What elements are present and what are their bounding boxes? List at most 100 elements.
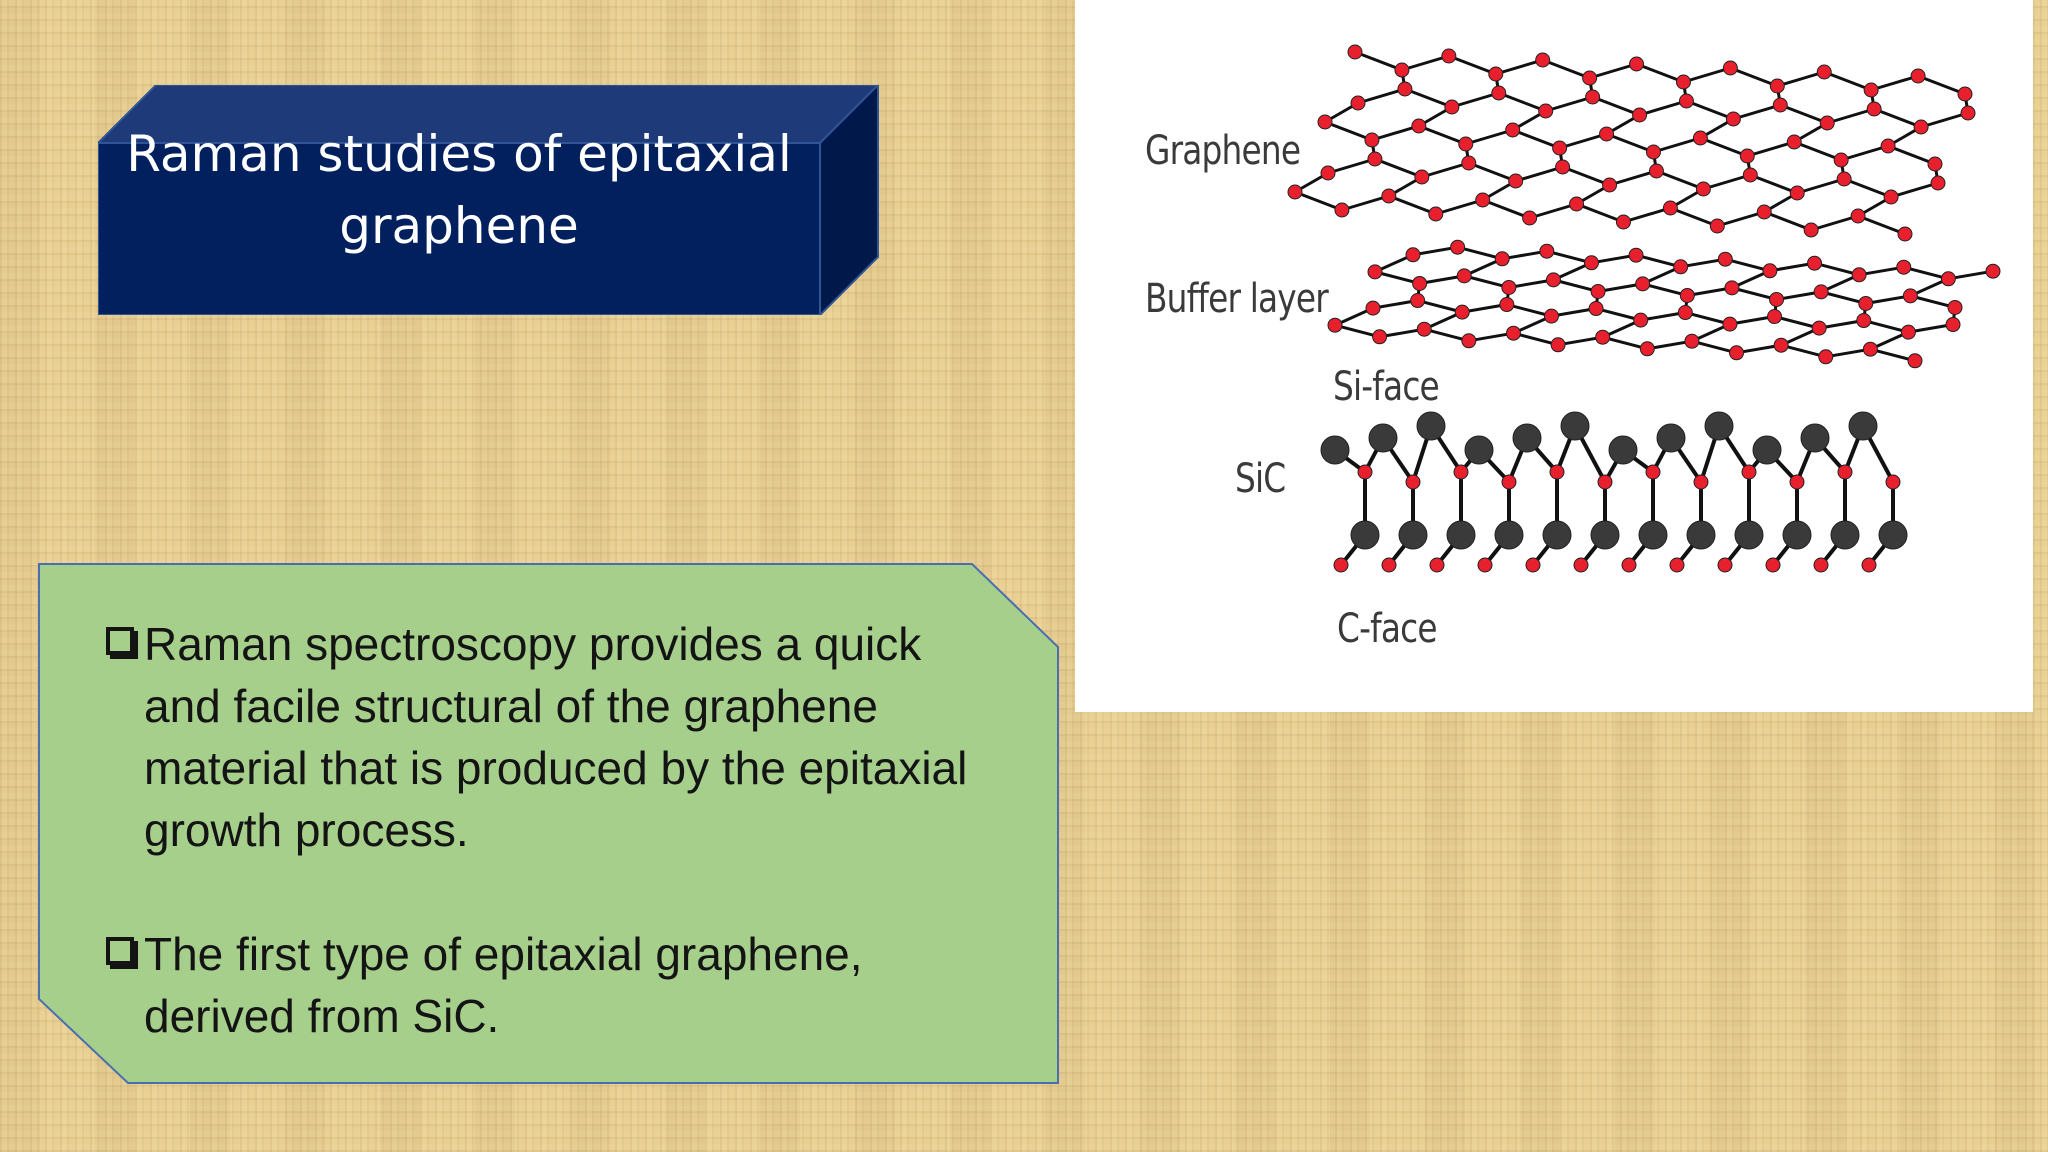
carbon-atom (1856, 313, 1872, 329)
carbon-atom (1803, 222, 1819, 238)
bond-line (1716, 210, 1765, 228)
carbon-atom (1602, 177, 1618, 193)
label-sic: SiC (1235, 456, 1286, 502)
bullet-item: Raman spectroscopy provides a quick and … (100, 613, 1000, 861)
carbon-atom (1756, 204, 1772, 220)
silicon-atom (1800, 423, 1830, 453)
bond-line (1559, 132, 1607, 150)
carbon-atom (1372, 329, 1388, 345)
carbon-atom (1883, 189, 1899, 205)
carbon-atom (1505, 325, 1521, 341)
carbon-atom (1669, 557, 1685, 573)
bond-line (1810, 214, 1859, 232)
bond-line (1591, 253, 1637, 265)
silicon-atom (1656, 423, 1686, 453)
carbon-atom (1880, 138, 1896, 154)
bond-line (1463, 274, 1510, 289)
bond-line (1684, 311, 1731, 326)
carbon-atom (1739, 148, 1755, 164)
carbon-atom (1985, 263, 2001, 279)
carbon-atom (1501, 279, 1517, 295)
bond-line (1451, 91, 1500, 109)
bond-line (1419, 274, 1465, 285)
bond-line (1595, 307, 1642, 322)
bond-line (1858, 265, 1905, 277)
bond-line (1334, 323, 1380, 339)
carbon-atom (1773, 337, 1789, 353)
carbon-atom (1851, 267, 1867, 283)
carbon-atom (1416, 321, 1432, 337)
carbon-atom (1722, 316, 1738, 332)
carbon-atom (1621, 557, 1637, 573)
carbon-atom (1772, 97, 1788, 113)
carbon-atom (1862, 341, 1878, 357)
carbon-atom (1786, 134, 1802, 150)
bond-line (1749, 173, 1798, 195)
carbon-atom (1582, 70, 1598, 86)
bond-line (1324, 120, 1373, 142)
carbon-atom (1947, 299, 1963, 315)
bullet-item: The first type of epitaxial graphene, de… (100, 923, 1000, 1047)
carbon-atom (1675, 74, 1691, 90)
carbon-atom (1628, 247, 1644, 263)
silicon-atom (1848, 411, 1878, 441)
bond-line (1379, 327, 1425, 339)
bond-line (1545, 95, 1594, 113)
bond-line (1542, 58, 1591, 80)
bond-line (1418, 124, 1467, 146)
carbon-atom (1595, 329, 1611, 345)
bond-line (1327, 157, 1376, 175)
carbon-atom (1695, 181, 1711, 197)
bond-line (1691, 339, 1737, 355)
bond-line (1731, 286, 1777, 301)
bond-line (1468, 331, 1514, 343)
title-bevel-shape (98, 85, 880, 315)
carbon-atom (1679, 287, 1695, 303)
carbon-atom (1678, 93, 1694, 109)
carbon-atom (1741, 464, 1757, 480)
bond-line (1699, 136, 1748, 158)
carbon-atom (1367, 264, 1383, 280)
bond-line (1589, 62, 1637, 80)
carbon-atom (1765, 557, 1781, 573)
bullet-text: The first type of epitaxial graphene, de… (144, 928, 863, 1042)
bullet-list: Raman spectroscopy provides a quick and … (100, 613, 1000, 1047)
silicon-atom (1560, 411, 1590, 441)
carbon-atom (1693, 474, 1709, 490)
silicon-atom (1782, 520, 1812, 550)
silicon-atom (1416, 411, 1446, 441)
silicon-atom (1590, 520, 1620, 550)
carbon-atom (1405, 474, 1421, 490)
bond-line (1401, 54, 1450, 72)
carbon-atom (1412, 275, 1428, 291)
bond-line (1680, 257, 1726, 269)
bond-line (1435, 198, 1484, 216)
carbon-atom (1381, 557, 1397, 573)
carbon-atom (1458, 136, 1474, 152)
bond-line (1779, 103, 1828, 125)
label-si-face: Si-face (1333, 364, 1440, 410)
carbon-atom (1866, 101, 1882, 117)
carbon-atom (1896, 259, 1912, 275)
carbon-atom (1508, 173, 1524, 189)
carbon-atom (1725, 111, 1741, 127)
slide-title: Raman studies of epitaxial graphene (126, 125, 792, 255)
bond-line (1732, 103, 1781, 121)
bond-line (1640, 311, 1686, 322)
carbon-atom (1525, 557, 1541, 573)
bond-line (1623, 206, 1671, 224)
bond-line (1702, 173, 1751, 191)
carbon-atom (1573, 557, 1589, 573)
bond-line (1857, 214, 1906, 236)
bond-line (1917, 74, 1966, 96)
carbon-atom (1444, 99, 1460, 115)
silicon-atom (1734, 520, 1764, 550)
carbon-atom (1648, 163, 1664, 179)
bond-line (1294, 190, 1343, 212)
carbon-atom (1833, 152, 1849, 168)
bond-line (1776, 70, 1825, 88)
carbon-atom (1639, 341, 1655, 357)
carbon-atom (1347, 44, 1363, 60)
carbon-atom (1394, 62, 1410, 78)
carbon-atom (1684, 333, 1700, 349)
